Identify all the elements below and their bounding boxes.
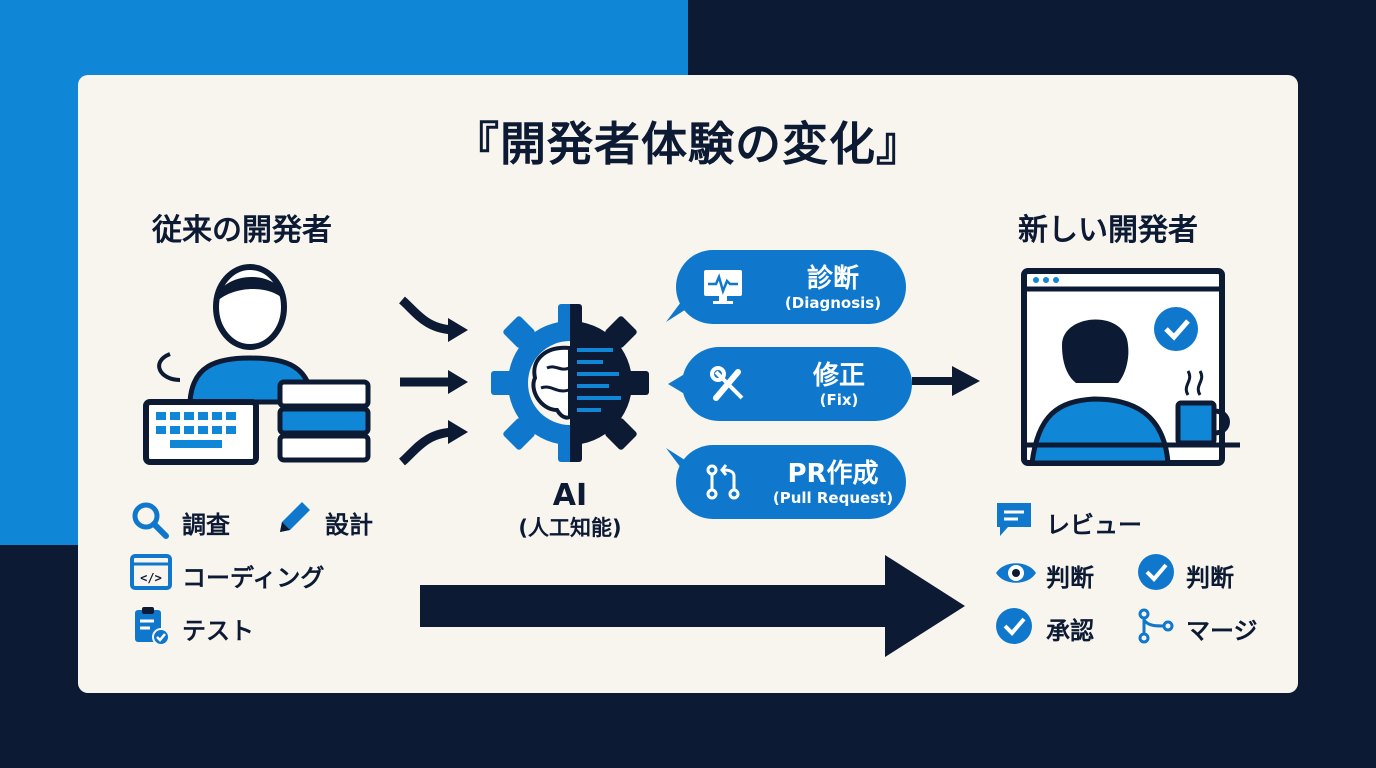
task-test: テスト <box>182 617 254 645</box>
bubble-tail-fix <box>668 372 688 396</box>
curved-arrow-bottom <box>398 427 457 466</box>
action-sub-pr: (Pull Request) <box>772 489 894 507</box>
check-circle-icon <box>1138 554 1174 590</box>
eye-icon <box>996 563 1036 583</box>
task-approval: 承認 <box>1046 617 1094 645</box>
monitor-pulse-icon <box>704 270 742 304</box>
right-heading: 新しい開発者 <box>1018 213 1198 248</box>
task-review: レビュー <box>1046 511 1142 539</box>
coffee-mug-icon <box>1175 400 1217 446</box>
action-sub-diagnosis: (Diagnosis) <box>784 294 882 312</box>
action-label-pr: PR作成 <box>787 459 879 489</box>
bubble-tail-diagnosis <box>666 298 688 322</box>
new-developer-illustration <box>1021 268 1240 466</box>
output-arrow <box>912 366 980 396</box>
bubble-fix: 修正 (Fix) <box>682 347 912 421</box>
task-design: 設計 <box>325 511 373 539</box>
code-lines <box>577 348 621 412</box>
magnifier-icon <box>132 502 169 539</box>
comment-icon <box>997 503 1031 536</box>
svg-text:</>: </> <box>140 571 162 585</box>
task-research: 調査 <box>182 511 230 539</box>
diagram-title: 『開発者体験の変化』 <box>453 117 923 171</box>
input-arrows <box>398 296 468 466</box>
big-transition-arrow <box>420 555 965 657</box>
brain-half <box>531 345 570 420</box>
left-heading: 従来の開発者 <box>152 213 332 248</box>
action-sub-fix: (Fix) <box>819 391 859 409</box>
ai-sublabel: (人工知能) <box>518 516 622 540</box>
person-head-back <box>1062 319 1129 383</box>
action-label-diagnosis: 診断 <box>806 264 859 294</box>
bubble-tail-pr <box>666 448 688 472</box>
task-judgment-1: 判断 <box>1046 564 1094 592</box>
action-label-fix: 修正 <box>812 361 865 391</box>
bubble-pull-request: PR作成 (Pull Request) <box>676 445 906 519</box>
cable-line <box>157 352 181 382</box>
books-stack-icon <box>277 379 371 463</box>
traditional-developer-illustration <box>143 264 371 465</box>
merge-icon <box>1138 608 1174 644</box>
approved-check-icon <box>1154 307 1198 351</box>
check-circle-icon <box>996 608 1032 644</box>
task-coding: コーディング <box>182 564 325 592</box>
brain-gear-code-icon <box>491 304 649 462</box>
pencil-icon <box>280 502 310 532</box>
pull-request-icon <box>706 464 740 500</box>
task-merge: マージ <box>1186 617 1258 645</box>
task-judgment-2: 判断 <box>1186 564 1234 592</box>
code-window-icon: </> <box>130 554 172 590</box>
curved-arrow-top <box>398 296 457 335</box>
clipboard-check-icon <box>135 607 170 646</box>
bubble-diagnosis: 診断 (Diagnosis) <box>676 250 906 324</box>
tools-icon <box>710 366 744 401</box>
ai-label: AI <box>552 478 588 513</box>
